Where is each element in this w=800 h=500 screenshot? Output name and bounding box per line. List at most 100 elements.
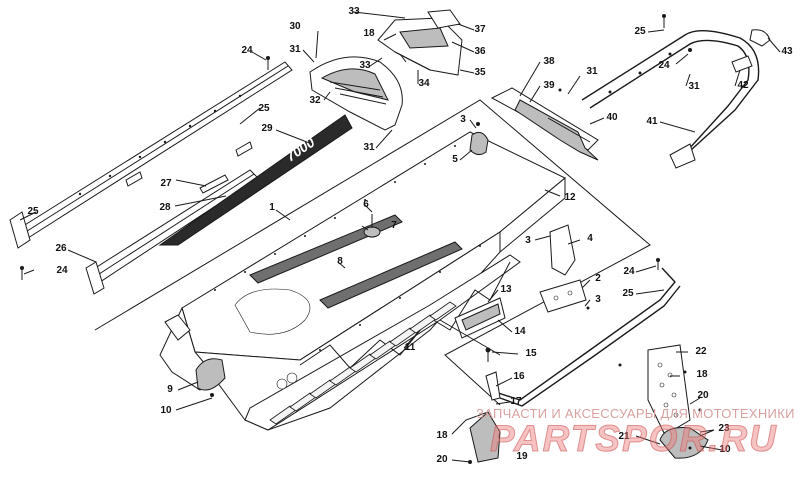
callout-19: 19	[516, 451, 528, 462]
step-pad-21	[659, 427, 709, 459]
handle-pad-42	[731, 55, 753, 73]
callout-24-handle: 24	[658, 60, 670, 71]
callout-6: 6	[363, 199, 369, 210]
callout-33-lower: 33	[359, 60, 371, 71]
callout-14: 14	[514, 326, 526, 337]
rail-clip	[235, 141, 253, 157]
callout-26: 26	[55, 243, 67, 254]
tunnel-left-side	[181, 231, 501, 431]
callout-20-left: 20	[436, 454, 448, 465]
callout-41: 41	[646, 116, 658, 127]
snowflap-assembly	[490, 87, 599, 161]
front-skid-9	[195, 358, 226, 391]
mount-plate-2	[539, 279, 587, 313]
callout-37: 37	[474, 24, 486, 35]
callout-22: 22	[695, 346, 707, 357]
callout-30: 30	[289, 21, 301, 32]
cover-rib	[339, 93, 387, 105]
callout-3-middle: 3	[525, 235, 531, 246]
tail-light-36	[399, 27, 449, 49]
tunnel-deck-cutout	[234, 288, 311, 335]
fasteners	[20, 14, 702, 464]
tunnel-rivets	[214, 145, 481, 351]
rail-lower-26	[91, 169, 259, 283]
tunnel-side-hole	[276, 378, 288, 390]
callout-24-right: 24	[623, 266, 635, 277]
callout-2: 2	[595, 273, 601, 284]
tail-lens-37	[427, 9, 461, 29]
front-mount-bracket	[164, 314, 191, 341]
callout-10-right: 10	[719, 444, 731, 455]
callout-42: 42	[737, 80, 749, 91]
callout-23: 23	[718, 423, 730, 434]
callout-24-left: 24	[56, 265, 68, 276]
grab-bar-41	[581, 30, 760, 161]
callout-11: 11	[404, 342, 416, 353]
rear-cover-assembly	[309, 56, 403, 131]
side-decal-29	[158, 114, 353, 246]
callout-25-rail: 25	[258, 103, 270, 114]
cover-rib	[334, 87, 384, 98]
callout-13: 13	[500, 284, 512, 295]
grab-bar-41-inner	[589, 39, 750, 151]
callout-20-right: 20	[697, 390, 709, 401]
callout-25-rod: 25	[622, 288, 634, 299]
callout-1: 1	[269, 202, 275, 213]
rear-cover-grille	[320, 68, 389, 101]
extension-rod	[494, 267, 676, 401]
assembly-boundary-line	[94, 99, 651, 406]
callout-8: 8	[337, 256, 343, 267]
callout-40: 40	[606, 112, 618, 123]
callout-29: 29	[261, 123, 273, 134]
callout-25-handle: 25	[634, 26, 646, 37]
tunnel-footrest-frame	[244, 254, 521, 431]
callout-34: 34	[418, 78, 430, 89]
rear-cover-30	[309, 56, 403, 131]
flap-39	[514, 99, 599, 161]
callout-5: 5	[452, 154, 458, 165]
handle-mount-43	[749, 29, 771, 47]
callout-25-left: 25	[27, 206, 39, 217]
callout-31-cover: 31	[289, 44, 301, 55]
callout-10-left: 10	[160, 405, 172, 416]
callout-31-handle: 31	[688, 81, 700, 92]
tunnel-side-truss	[299, 261, 511, 369]
callout-27: 27	[160, 178, 172, 189]
rail-clip	[125, 171, 143, 187]
traction-strip-lower	[319, 241, 463, 309]
watermark-caption: ЗАПЧАСТИ И АКСЕССУАРЫ ДЛЯ МОТОТЕХНИКИ	[476, 406, 795, 421]
step-holes	[657, 362, 679, 418]
callout-3-upper: 3	[460, 114, 466, 125]
callout-7: 7	[391, 220, 397, 231]
strap-16	[485, 371, 501, 401]
flap-40-edge	[547, 117, 591, 143]
footrest-14	[461, 303, 501, 331]
callout-4: 4	[587, 233, 593, 244]
footrest-slots	[269, 301, 457, 425]
callout-21: 21	[618, 431, 630, 442]
grab-bar-end	[669, 143, 696, 169]
extension-rod-inner	[499, 285, 681, 407]
callout-18-right: 18	[696, 369, 708, 380]
tail-housing-assembly	[377, 9, 463, 76]
left-rail-assembly	[9, 61, 293, 295]
rail-upper-inner-edge	[23, 65, 289, 234]
watermark-logo: PARTSPOR.RU	[490, 418, 778, 460]
callout-31-flap: 31	[586, 66, 598, 77]
callout-43: 43	[781, 46, 793, 57]
callout-18-top: 18	[363, 28, 375, 39]
leader-lines	[19, 11, 781, 463]
side-bracket-4	[549, 224, 576, 276]
callout-28: 28	[159, 202, 171, 213]
grab-handle-assembly	[581, 29, 771, 169]
callout-35: 35	[474, 67, 486, 78]
callout-31-lower: 31	[363, 142, 375, 153]
cover-rib	[329, 81, 381, 91]
rail-bracket-27	[199, 174, 229, 194]
callout-33-top: 33	[348, 6, 360, 17]
callout-24-top: 24	[241, 45, 253, 56]
callout-3-lower: 3	[595, 294, 601, 305]
callout-9: 9	[167, 384, 173, 395]
